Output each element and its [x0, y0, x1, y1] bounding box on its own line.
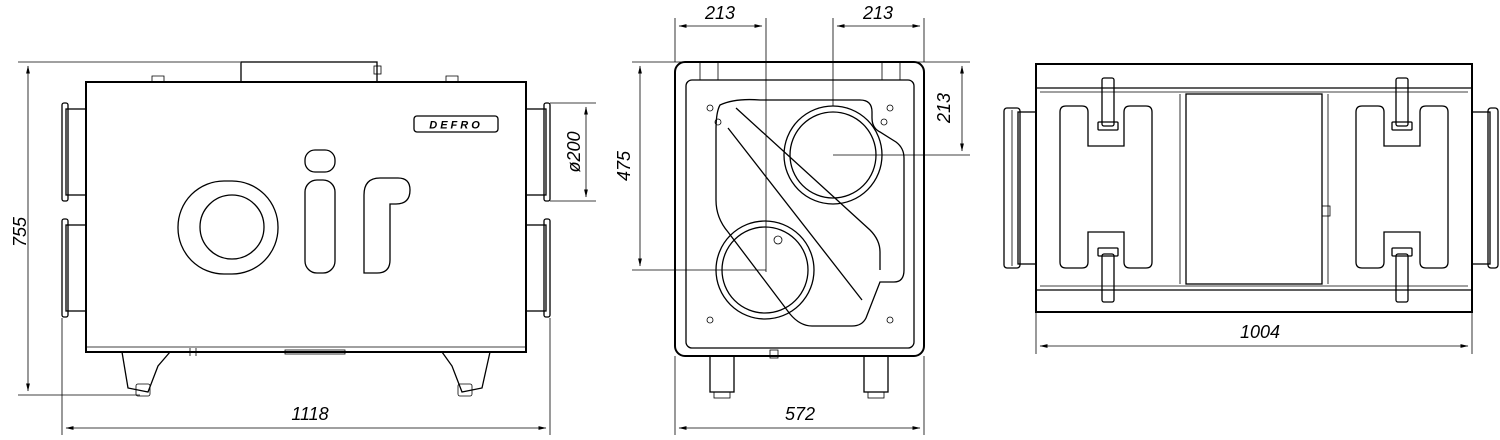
front-right-duct-upper: [525, 102, 551, 202]
top-duct-left: [1003, 107, 1037, 269]
front-foot-left: [121, 351, 171, 393]
brand-name: DEFRO: [429, 120, 483, 132]
side-foot-right: [863, 355, 889, 393]
front-view: DEFRO 755 1118 ø200: [10, 61, 596, 436]
dim-width-front: 1118: [291, 404, 328, 424]
front-foot-right: [441, 351, 491, 393]
front-body: [85, 81, 527, 353]
side-foot-left: [709, 355, 735, 393]
dim-offset-top-left: 213: [704, 3, 735, 23]
top-h-left: [1059, 105, 1153, 269]
air-logo: [177, 149, 411, 275]
side-view: 213 213 475 213 572: [614, 3, 970, 436]
brand-plate: DEFRO: [413, 115, 499, 133]
top-h-right: [1355, 105, 1449, 269]
side-body: [674, 61, 925, 357]
dim-offset-right: 213: [934, 93, 954, 124]
dim-width-side: 572: [785, 404, 815, 424]
side-partition: [715, 98, 905, 327]
top-view: 1004: [1003, 63, 1499, 354]
dim-height-front: 755: [10, 216, 30, 247]
dim-offset-top-right: 213: [862, 3, 893, 23]
front-right-duct-lower: [525, 218, 551, 318]
front-top-bracket: [240, 61, 378, 83]
front-left-duct-upper: [61, 102, 87, 202]
top-duct-right: [1471, 107, 1499, 269]
dim-height-side: 475: [614, 150, 634, 181]
dim-width-top: 1004: [1240, 322, 1280, 342]
dim-duct-diameter: ø200: [564, 131, 584, 172]
top-center-module: [1185, 93, 1323, 285]
front-left-duct-lower: [61, 218, 87, 318]
